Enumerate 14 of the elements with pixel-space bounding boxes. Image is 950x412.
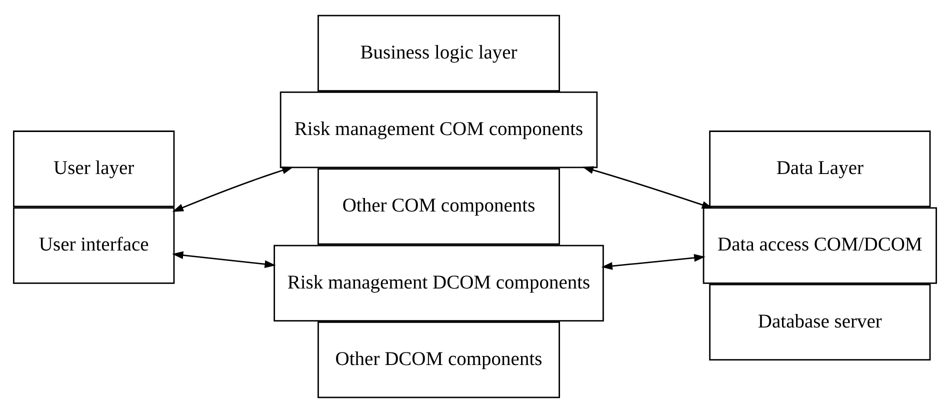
node-box: User interface bbox=[13, 206, 175, 284]
node-box: User layer bbox=[13, 130, 175, 207]
arrow bbox=[172, 250, 276, 268]
node-box: Risk management COM components bbox=[280, 91, 598, 168]
node-box: Other DCOM components bbox=[318, 320, 560, 398]
node-box: Other COM components bbox=[318, 168, 560, 244]
node-box: Database server bbox=[709, 283, 931, 360]
node-box: Data Layer bbox=[709, 130, 931, 207]
arrow bbox=[582, 166, 714, 208]
node-box: Business logic layer bbox=[318, 14, 560, 92]
arrow bbox=[172, 166, 294, 212]
node-box: Data access COM/DCOM bbox=[702, 206, 937, 284]
node-box: Risk management DCOM components bbox=[274, 244, 604, 321]
arrow bbox=[601, 254, 706, 270]
